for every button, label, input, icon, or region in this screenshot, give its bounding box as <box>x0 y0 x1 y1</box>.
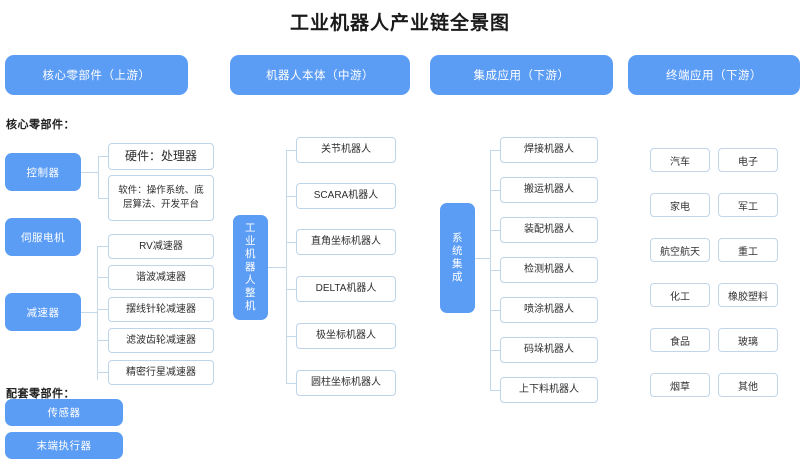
leaf-enduse-rubber-plastic[interactable]: 橡胶塑料 <box>718 283 778 307</box>
connector-controller-stem <box>81 172 98 173</box>
connector-body-branch-5 <box>286 336 296 337</box>
connector-integration-branch-5 <box>490 310 500 311</box>
leaf-enduse-heavy-industry[interactable]: 重工 <box>718 238 778 262</box>
connector-reducer-branch-5 <box>97 372 108 373</box>
leaf-enduse-glass[interactable]: 玻璃 <box>718 328 778 352</box>
connector-reducer-spine <box>97 246 98 380</box>
leaf-body-articulated[interactable]: 关节机器人 <box>296 137 396 163</box>
connector-integration-branch-3 <box>490 230 500 231</box>
connector-integration-branch-2 <box>490 190 500 191</box>
category-sensor[interactable]: 传感器 <box>5 399 123 426</box>
leaf-app-loading-unloading[interactable]: 上下料机器人 <box>500 377 598 403</box>
connector-integration-branch-7 <box>490 390 500 391</box>
connector-body-branch-1 <box>286 150 296 151</box>
category-reducer[interactable]: 减速器 <box>5 293 81 331</box>
connector-body-stem <box>268 267 286 268</box>
leaf-app-inspection[interactable]: 检测机器人 <box>500 257 598 283</box>
leaf-body-cylindrical[interactable]: 圆柱坐标机器人 <box>296 370 396 396</box>
connector-controller-branch-1 <box>98 156 108 157</box>
header-pill-upstream[interactable]: 核心零部件（上游） <box>5 55 188 95</box>
connector-controller-spine <box>98 156 99 198</box>
leaf-app-assembly[interactable]: 装配机器人 <box>500 217 598 243</box>
leaf-enduse-tobacco[interactable]: 烟草 <box>650 373 710 397</box>
leaf-body-polar[interactable]: 极坐标机器人 <box>296 323 396 349</box>
category-controller[interactable]: 控制器 <box>5 153 81 191</box>
caption-core-components: 核心零部件： <box>6 119 75 131</box>
header-pill-integration[interactable]: 集成应用（下游） <box>430 55 613 95</box>
leaf-reducer-filter-gear[interactable]: 滤波齿轮减速器 <box>108 328 214 353</box>
connector-body-branch-2 <box>286 196 296 197</box>
leaf-body-delta[interactable]: DELTA机器人 <box>296 276 396 302</box>
connector-reducer-branch-3 <box>97 309 108 310</box>
caption-support-components: 配套零部件： <box>6 388 75 400</box>
leaf-enduse-chemical[interactable]: 化工 <box>650 283 710 307</box>
connector-body-branch-4 <box>286 289 296 290</box>
leaf-enduse-food[interactable]: 食品 <box>650 328 710 352</box>
leaf-app-palletizing[interactable]: 码垛机器人 <box>500 337 598 363</box>
leaf-body-cartesian[interactable]: 直角坐标机器人 <box>296 229 396 255</box>
connector-integration-branch-1 <box>490 150 500 151</box>
connector-integration-stem <box>475 258 490 259</box>
page-title: 工业机器人产业链全景图 <box>289 13 510 34</box>
leaf-body-scara[interactable]: SCARA机器人 <box>296 183 396 209</box>
leaf-reducer-cycloidal[interactable]: 摆线针轮减速器 <box>108 297 214 322</box>
connector-reducer-branch-4 <box>97 340 108 341</box>
leaf-enduse-military[interactable]: 军工 <box>718 193 778 217</box>
category-end-effector[interactable]: 末端执行器 <box>5 432 123 459</box>
header-pill-midstream[interactable]: 机器人本体（中游） <box>230 55 410 95</box>
connector-controller-branch-2 <box>98 198 108 199</box>
header-pill-enduse[interactable]: 终端应用（下游） <box>628 55 800 95</box>
leaf-reducer-harmonic[interactable]: 谐波减速器 <box>108 265 214 290</box>
node-industrial-robot-unit[interactable]: 工业机器人整机 <box>233 215 268 320</box>
leaf-enduse-other[interactable]: 其他 <box>718 373 778 397</box>
leaf-reducer-precision-planetary[interactable]: 精密行星减速器 <box>108 360 214 385</box>
connector-body-branch-6 <box>286 383 296 384</box>
leaf-controller-software[interactable]: 软件：操作系统、底层算法、开发平台 <box>108 175 214 221</box>
leaf-reducer-rv[interactable]: RV减速器 <box>108 234 214 259</box>
node-system-integration-label: 系统集成 <box>452 231 464 284</box>
leaf-app-handling[interactable]: 搬运机器人 <box>500 177 598 203</box>
node-system-integration[interactable]: 系统集成 <box>440 203 475 313</box>
leaf-app-welding[interactable]: 焊接机器人 <box>500 137 598 163</box>
leaf-enduse-automotive[interactable]: 汽车 <box>650 148 710 172</box>
connector-reducer-branch-2 <box>97 277 108 278</box>
leaf-controller-hardware[interactable]: 硬件：处理器 <box>108 143 214 170</box>
node-industrial-robot-unit-label: 工业机器人整机 <box>245 221 257 313</box>
connector-integration-branch-6 <box>490 350 500 351</box>
leaf-app-painting[interactable]: 喷涂机器人 <box>500 297 598 323</box>
connector-body-branch-3 <box>286 242 296 243</box>
connector-reducer-branch-1 <box>97 246 108 247</box>
leaf-enduse-home-appliance[interactable]: 家电 <box>650 193 710 217</box>
leaf-enduse-aerospace[interactable]: 航空航天 <box>650 238 710 262</box>
connector-reducer-stem <box>81 312 97 313</box>
category-servo-motor[interactable]: 伺服电机 <box>5 218 81 256</box>
connector-integration-branch-4 <box>490 270 500 271</box>
leaf-enduse-electronics[interactable]: 电子 <box>718 148 778 172</box>
connector-body-spine <box>286 150 287 383</box>
